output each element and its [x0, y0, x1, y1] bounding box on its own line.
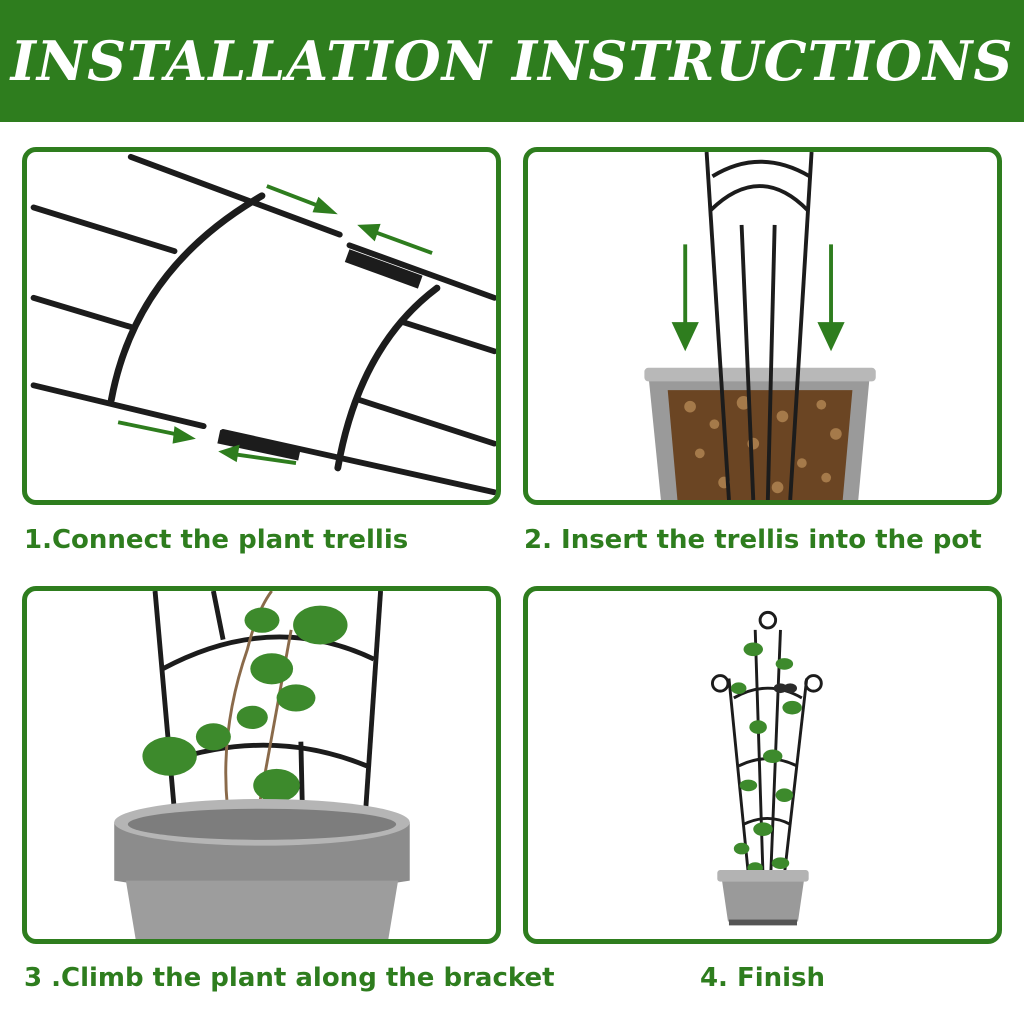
header-banner: INSTALLATION INSTRUCTIONS: [0, 0, 1024, 122]
step-4-caption: 4. Finish: [699, 963, 826, 993]
butterfly-icon: [773, 683, 798, 694]
trellis-insert-pot-illustration: [644, 152, 876, 500]
arrow-left-icon: [218, 444, 297, 465]
finished-trellis-pot-illustration: [710, 610, 823, 926]
arrow-left-icon: [357, 223, 433, 255]
step-4-panel: [523, 586, 1002, 944]
step-2-caption: 2. Insert the trellis into the pot: [524, 525, 982, 555]
step-1-panel: [22, 147, 501, 505]
step-3-caption: 3 .Climb the plant along the bracket: [24, 963, 555, 993]
page-title: INSTALLATION INSTRUCTIONS: [10, 29, 1014, 93]
step-1-caption: 1.Connect the plant trellis: [24, 525, 409, 555]
ivy-climbing-trellis-illustration: [114, 591, 410, 939]
arrow-down-icon: [671, 244, 699, 352]
arrow-down-icon: [817, 244, 845, 352]
step-3-panel: [22, 586, 501, 944]
trellis-connect-illustration: [30, 153, 496, 496]
step-2-panel: [523, 147, 1002, 505]
arrow-right-icon: [117, 420, 196, 444]
arrow-right-icon: [266, 184, 338, 215]
